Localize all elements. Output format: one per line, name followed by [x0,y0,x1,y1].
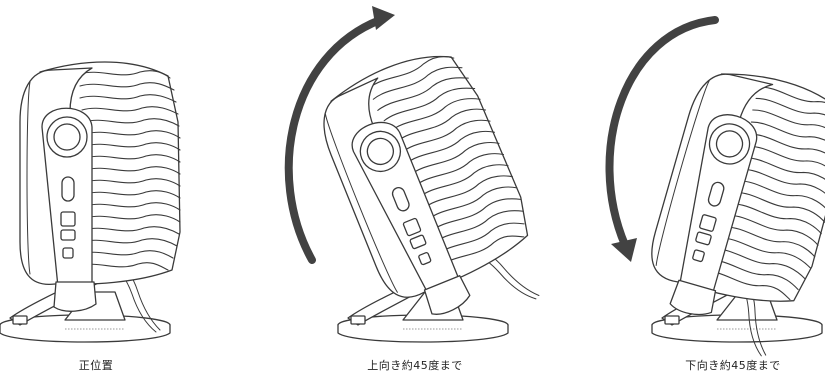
caption-up: 上向き約45度まで [367,359,463,372]
rotate-down-arrow [605,16,719,249]
panel-normal: 正位置 [0,0,260,379]
caption-normal: 正位置 [78,359,114,372]
rotate-down-arrowhead [611,238,637,262]
caption-down: 下向き約45度まで [685,359,781,372]
fan-up-illustration [284,6,559,351]
rotate-up-arrowhead [372,6,395,30]
fan-normal-illustration [0,61,181,343]
fan-down-illustration [605,16,825,364]
panel-up: 上向き約45度まで [250,0,559,379]
rotate-up-arrow [284,16,384,264]
panel-down: 下向き約45度まで [575,0,825,379]
